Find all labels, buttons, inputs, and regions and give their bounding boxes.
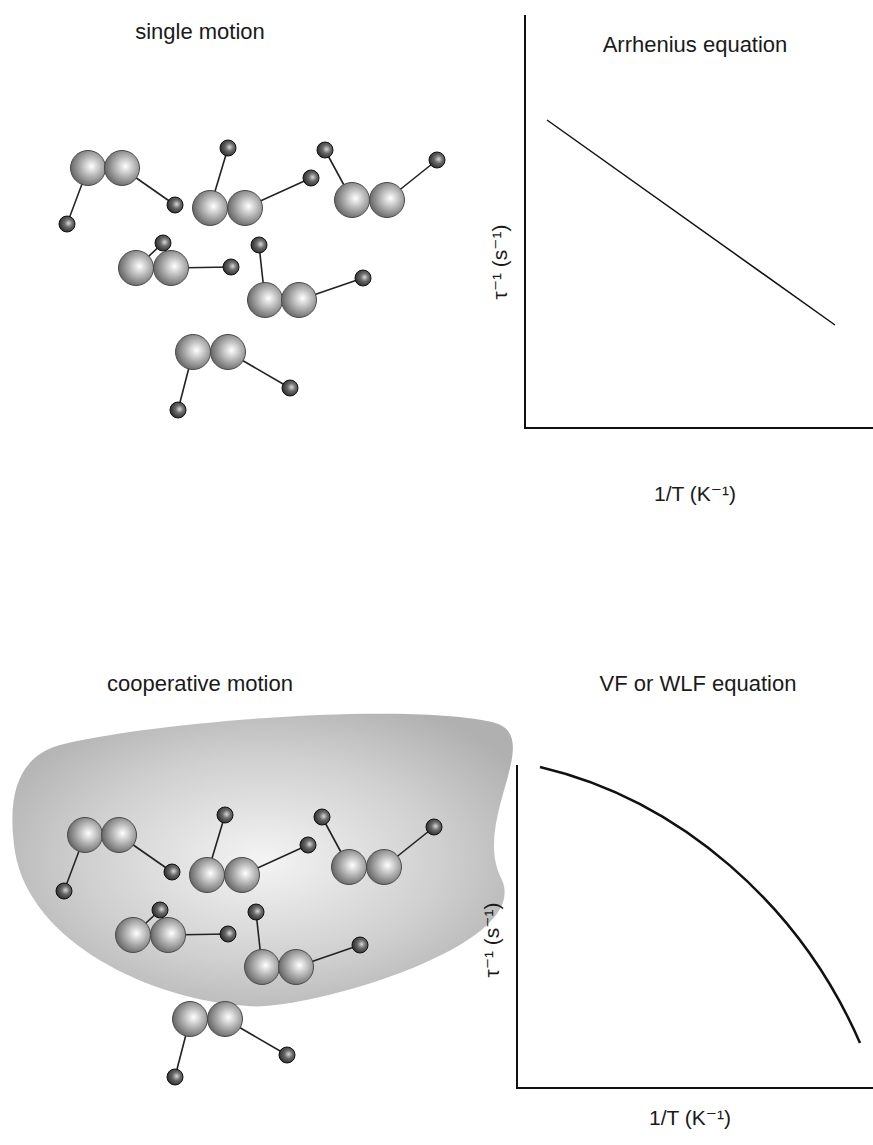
arrhenius-axes [524,15,873,429]
axis-label: τ⁻¹ (s⁻¹) [488,225,512,300]
vf-curve [540,767,860,1043]
molecules-single [59,140,445,418]
arrhenius-line [547,120,835,325]
axis-label: 1/T (K⁻¹) [654,482,736,506]
panel-heading: single motion [135,19,265,44]
molecules-cooperative [56,807,442,1085]
graph-title: Arrhenius equation [603,32,788,57]
axis-label: τ⁻¹ (s⁻¹) [480,903,504,978]
axis-label: 1/T (K⁻¹) [649,1106,731,1130]
graph-title: VF or WLF equation [600,671,797,696]
panel-heading: cooperative motion [107,671,293,696]
vf-axes [516,765,873,1089]
